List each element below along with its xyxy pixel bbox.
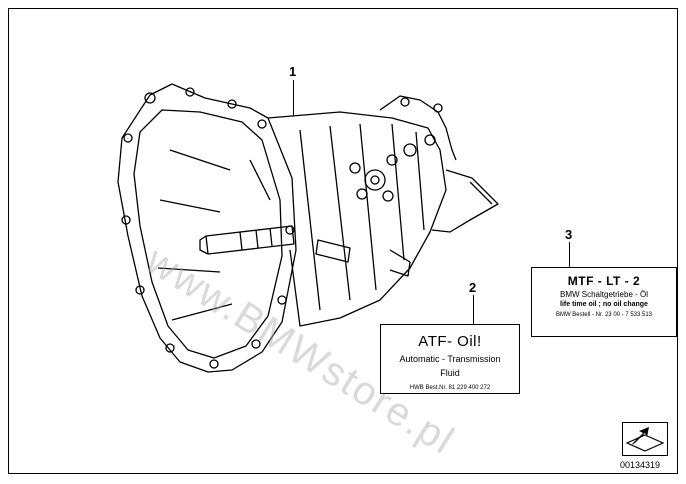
bell-housing-outline — [117, 83, 297, 373]
mtf-label-line2: life time oil ; no oil change — [560, 301, 648, 308]
mtf-label-line1: BMW Schaltgetriebe - Öl — [559, 290, 649, 299]
atf-label-order-number: HWB Best.Nr. 81 229 400 272 — [409, 385, 491, 391]
atf-label-line1: Automatic - Transmission — [399, 354, 501, 364]
diagram-id: 00134319 — [620, 460, 661, 470]
nav-arrow-button[interactable] — [622, 422, 668, 456]
mtf-oil-label: MTF - LT - 2 BMW Schaltgetriebe - Öl lif… — [531, 267, 677, 337]
input-shaft — [205, 225, 295, 255]
atf-label-title: ATF- Oil! — [418, 333, 482, 350]
atf-label-line2: Fluid — [440, 368, 460, 378]
leader-line-3 — [569, 242, 570, 267]
gear-case — [267, 111, 447, 327]
callout-1: 1 — [289, 64, 297, 79]
tail-housing — [431, 169, 499, 233]
bell-housing-rim — [133, 109, 283, 359]
atf-oil-label: ATF- Oil! Automatic - Transmission Fluid… — [380, 324, 520, 394]
diagram-frame — [8, 8, 678, 474]
leader-line-1 — [293, 80, 294, 116]
mtf-label-order-number: BMW Bestell - Nr. 23 00 - 7 533 513 — [555, 312, 653, 318]
leader-line-2 — [473, 295, 474, 324]
arrow-icon — [625, 427, 665, 452]
mtf-label-title: MTF - LT - 2 — [567, 274, 641, 288]
callout-2: 2 — [469, 280, 477, 295]
callout-3: 3 — [565, 227, 573, 242]
